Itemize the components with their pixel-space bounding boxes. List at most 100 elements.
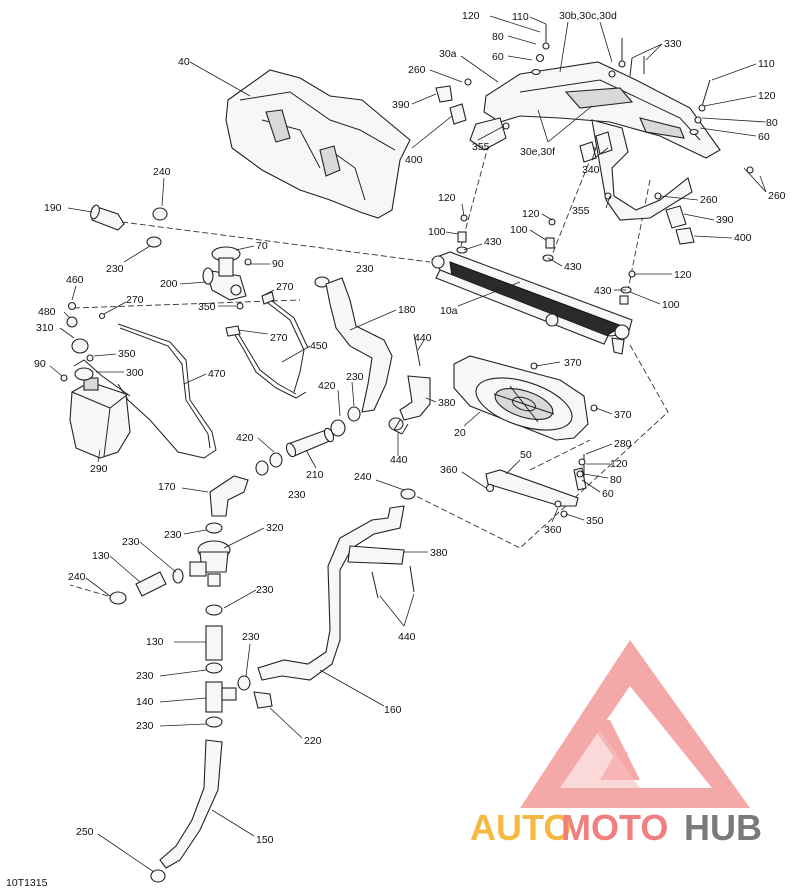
callout-100-a: 100 bbox=[428, 226, 446, 238]
callout-390-a: 390 bbox=[392, 99, 410, 111]
overflow-hoses bbox=[73, 297, 309, 459]
callout-230-a: 230 bbox=[106, 263, 124, 275]
callout-230-i: 230 bbox=[136, 670, 154, 682]
callout-420-b: 420 bbox=[236, 432, 254, 444]
callout-400-b: 400 bbox=[734, 232, 752, 244]
part-220-clip bbox=[253, 691, 273, 709]
callout-450: 450 bbox=[310, 340, 328, 352]
callout-460: 460 bbox=[66, 274, 84, 286]
callout-350-c: 350 bbox=[586, 515, 604, 527]
callout-120-c: 120 bbox=[438, 192, 456, 204]
callout-80-a: 80 bbox=[492, 31, 504, 43]
part-130-hoses bbox=[135, 571, 223, 661]
callout-80-b: 80 bbox=[766, 117, 778, 129]
callout-260-a: 260 bbox=[408, 64, 426, 76]
callout-270-a: 270 bbox=[276, 281, 294, 293]
callout-150: 150 bbox=[256, 834, 274, 846]
callout-240-a: 240 bbox=[153, 166, 171, 178]
callout-60-b: 60 bbox=[758, 131, 770, 143]
callout-260-b: 260 bbox=[700, 194, 718, 206]
callout-440-a: 440 bbox=[414, 332, 432, 344]
watermark-logo bbox=[520, 640, 750, 808]
callout-120-e: 120 bbox=[674, 269, 692, 281]
callout-380-b: 380 bbox=[430, 547, 448, 559]
callout-60-a: 60 bbox=[492, 51, 504, 63]
callout-370-b: 370 bbox=[614, 409, 632, 421]
part-160-hose bbox=[257, 505, 405, 681]
callout-130-a: 130 bbox=[92, 550, 110, 562]
callout-20: 20 bbox=[454, 427, 466, 439]
part-20-fan bbox=[453, 355, 589, 441]
callout-100-b: 100 bbox=[510, 224, 528, 236]
callout-440-b: 440 bbox=[390, 454, 408, 466]
callout-380-a: 380 bbox=[438, 397, 456, 409]
watermark-moto: MOTO bbox=[561, 807, 668, 848]
callout-355-a: 355 bbox=[472, 141, 490, 153]
callout-390-b: 390 bbox=[716, 214, 734, 226]
callout-440-c: 440 bbox=[398, 631, 416, 643]
callout-370-a: 370 bbox=[564, 357, 582, 369]
callout-190: 190 bbox=[44, 202, 62, 214]
callout-130-b: 130 bbox=[146, 636, 164, 648]
callout-200: 200 bbox=[160, 278, 178, 290]
callout-270-b: 270 bbox=[126, 294, 144, 306]
part-40-cover bbox=[225, 69, 411, 219]
callout-100-c: 100 bbox=[662, 299, 680, 311]
callout-350-b: 350 bbox=[118, 348, 136, 360]
callout-400-a: 400 bbox=[405, 154, 423, 166]
watermark-text: AUTO MOTO HUB bbox=[470, 807, 762, 848]
callout-240-c: 240 bbox=[68, 571, 86, 583]
callout-70: 70 bbox=[256, 240, 268, 252]
callout-90-b: 90 bbox=[34, 358, 46, 370]
watermark-hub: HUB bbox=[684, 807, 762, 848]
callout-310: 310 bbox=[36, 322, 54, 334]
part-210-pipe bbox=[285, 427, 335, 458]
callout-210: 210 bbox=[306, 469, 324, 481]
callout-80-c: 80 bbox=[610, 474, 622, 486]
callout-30b: 30b,30c,30d bbox=[559, 10, 617, 22]
callout-230-j: 230 bbox=[136, 720, 154, 732]
callout-230-d: 230 bbox=[288, 489, 306, 501]
clamps bbox=[109, 207, 416, 883]
callout-60-c: 60 bbox=[602, 488, 614, 500]
callout-330: 330 bbox=[664, 38, 682, 50]
callout-120-f: 120 bbox=[610, 458, 628, 470]
callout-470: 470 bbox=[208, 368, 226, 380]
callout-360-a: 360 bbox=[440, 464, 458, 476]
callout-350-a: 350 bbox=[198, 301, 216, 313]
callout-labels: 40 30a 30b,30c,30d 30e,30f 330 120 110 8… bbox=[6, 10, 786, 889]
callout-220: 220 bbox=[304, 735, 322, 747]
part-320-thermostat bbox=[189, 540, 231, 587]
leader-lines bbox=[49, 15, 767, 873]
part-170-hose bbox=[209, 475, 249, 517]
callout-120-d: 120 bbox=[522, 208, 540, 220]
callout-30a: 30a bbox=[439, 48, 457, 60]
callout-280: 280 bbox=[614, 438, 632, 450]
callout-180: 180 bbox=[398, 304, 416, 316]
callout-40: 40 bbox=[178, 56, 190, 68]
callout-430-a: 430 bbox=[484, 236, 502, 248]
callout-10a: 10a bbox=[440, 305, 458, 317]
callout-250: 250 bbox=[76, 826, 94, 838]
callout-50: 50 bbox=[520, 449, 532, 461]
callout-270-c: 270 bbox=[270, 332, 288, 344]
callout-430-b: 430 bbox=[564, 261, 582, 273]
callout-355-b: 355 bbox=[572, 205, 590, 217]
callout-260-c: 260 bbox=[768, 190, 786, 202]
callout-110-a: 110 bbox=[512, 11, 529, 23]
part-180-hose bbox=[325, 277, 393, 413]
part-290-reservoir bbox=[60, 301, 131, 459]
callout-110-b: 110 bbox=[758, 58, 775, 70]
callout-230-e: 230 bbox=[164, 529, 182, 541]
callout-120-b: 120 bbox=[758, 90, 776, 102]
part-150-hose bbox=[159, 739, 223, 869]
callout-120-a: 120 bbox=[462, 10, 480, 22]
callout-230-g: 230 bbox=[256, 584, 274, 596]
part-50-bracket bbox=[485, 467, 587, 507]
callout-320: 320 bbox=[266, 522, 284, 534]
callout-300: 300 bbox=[126, 367, 144, 379]
callout-230-c: 230 bbox=[346, 371, 364, 383]
callout-140: 140 bbox=[136, 696, 154, 708]
callout-90-a: 90 bbox=[272, 258, 284, 270]
